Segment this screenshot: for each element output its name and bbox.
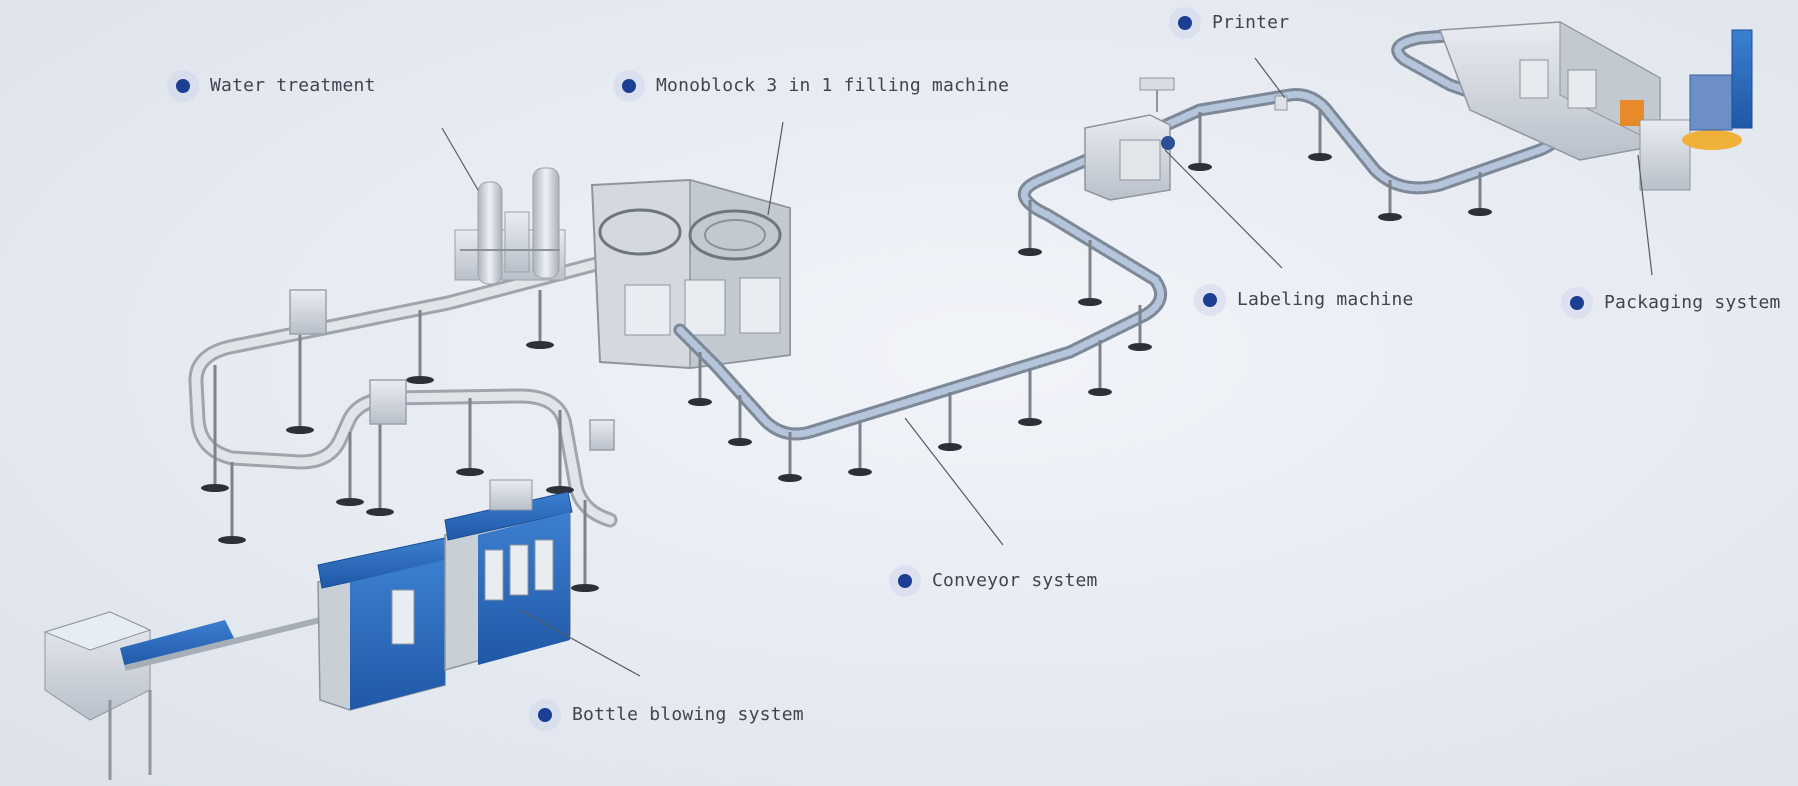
conveyor-feet-upper xyxy=(201,341,599,592)
control-panels xyxy=(289,289,615,451)
conveyor-legs-main xyxy=(698,110,1482,475)
label-water-treatment: Water treatment xyxy=(176,75,376,96)
bottle-blowing-equipment xyxy=(43,479,573,780)
label-conveyor-system: Conveyor system xyxy=(898,570,1098,591)
monoblock-filling-machine xyxy=(590,178,791,370)
packaging-equipment xyxy=(1438,21,1753,191)
callout-dot xyxy=(1178,15,1192,30)
callout-dot xyxy=(538,707,552,722)
water-treatment-equipment xyxy=(454,167,566,285)
label-labeling-machine: Labeling machine xyxy=(1203,289,1414,310)
label-text: Labeling machine xyxy=(1237,289,1414,310)
label-text: Monoblock 3 in 1 filling machine xyxy=(656,75,1010,96)
callout-dot xyxy=(176,78,190,93)
leader-lines xyxy=(441,57,1653,677)
labeling-machine-equipment xyxy=(1084,77,1288,201)
label-text: Printer xyxy=(1212,12,1290,33)
callout-dot xyxy=(1203,292,1217,307)
conveyor-feet-main xyxy=(688,153,1492,482)
label-text: Packaging system xyxy=(1604,292,1781,313)
label-text: Bottle blowing system xyxy=(572,704,804,725)
callout-dot xyxy=(898,573,912,588)
callout-dot xyxy=(622,78,636,93)
callout-dot xyxy=(1570,295,1584,310)
label-text: Water treatment xyxy=(210,75,376,96)
label-printer: Printer xyxy=(1178,12,1289,33)
label-packaging-system: Packaging system xyxy=(1570,292,1781,313)
label-bottle-blowing-system: Bottle blowing system xyxy=(538,704,804,725)
conveyor-legs-upper xyxy=(213,290,587,585)
label-text: Conveyor system xyxy=(932,570,1098,591)
conveyor-loop-upper xyxy=(188,255,618,528)
label-monoblock-filling-machine: Monoblock 3 in 1 filling machine xyxy=(622,75,1009,96)
